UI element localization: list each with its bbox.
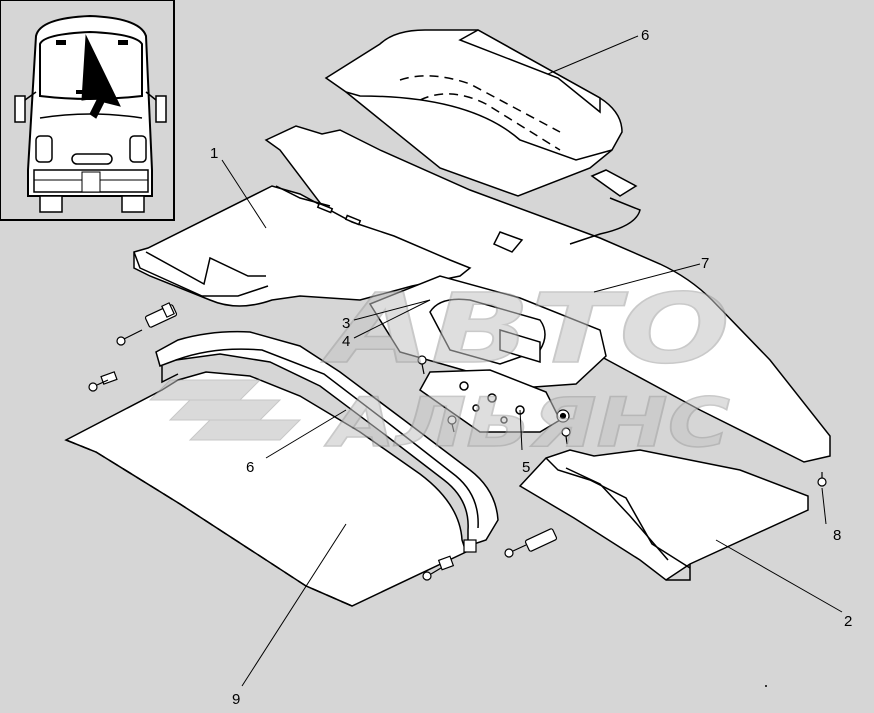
- callout-3: 3: [342, 315, 350, 332]
- callout-6-lower: 6: [246, 459, 254, 476]
- watermark-line-1: АВТО: [320, 273, 730, 385]
- watermark-logo: АВТО АЛЬЯНС: [148, 272, 731, 464]
- part-2-right-mat: [518, 449, 809, 581]
- callout-8: 8: [833, 527, 841, 544]
- center-console-hump: [368, 275, 607, 433]
- callout-5: 5: [522, 459, 530, 476]
- part-1-side-mat: [133, 185, 472, 307]
- fastener-clips: [88, 302, 827, 581]
- callout-4: 4: [342, 333, 350, 350]
- part-6-trim-strip: [155, 330, 499, 548]
- part-6-upper-cushion: [324, 29, 638, 197]
- callout-9: 9: [232, 691, 240, 708]
- direction-arrow-icon: [81, 34, 121, 119]
- callout-2: 2: [844, 613, 852, 630]
- callout-labels: 1 6 7 3 4 5 6 8 2 9: [210, 27, 852, 708]
- callout-leader-lines: [221, 35, 843, 687]
- callout-6-top: 6: [641, 27, 649, 44]
- part-9-lower-mat: [64, 371, 467, 607]
- watermark-line-2: АЛЬЯНС: [324, 384, 730, 463]
- callout-1: 1: [210, 145, 218, 162]
- callout-7: 7: [701, 255, 709, 272]
- vehicle-locator-inset: [0, 0, 175, 221]
